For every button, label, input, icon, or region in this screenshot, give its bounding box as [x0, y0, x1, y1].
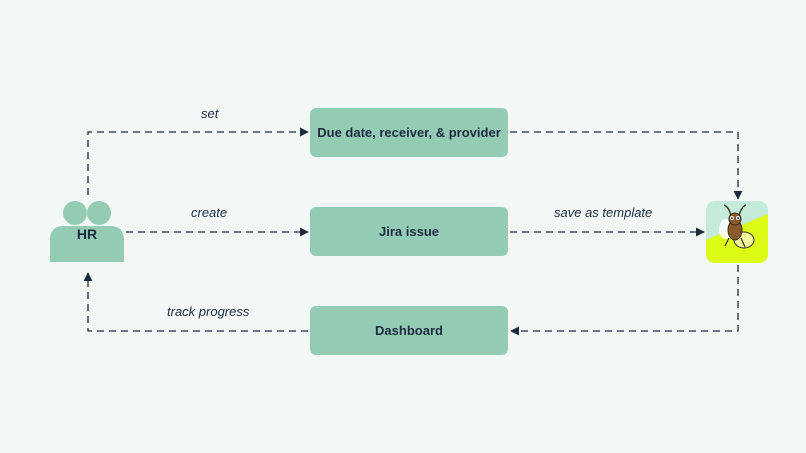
save-template-label: save as template	[554, 205, 653, 220]
jira-issue-label: Jira issue	[379, 224, 439, 239]
firefly-bug-icon	[706, 201, 768, 263]
settings-label: Due date, receiver, & provider	[317, 125, 501, 140]
jira-issue-box: Jira issue	[310, 207, 508, 256]
dashboard-label: Dashboard	[375, 323, 443, 338]
track-progress-label: track progress	[167, 304, 250, 319]
set-label: set	[201, 106, 219, 121]
set-connector	[87, 127, 309, 195]
settings-to-app-connector	[510, 131, 743, 200]
settings-box: Due date, receiver, & provider	[310, 108, 508, 157]
people-icon	[50, 201, 124, 262]
app-to-dashboard-connector	[510, 265, 739, 336]
hr-label: HR	[76, 226, 98, 242]
track-connector	[83, 272, 308, 332]
dashboard-box: Dashboard	[310, 306, 508, 355]
create-label: create	[191, 205, 228, 220]
